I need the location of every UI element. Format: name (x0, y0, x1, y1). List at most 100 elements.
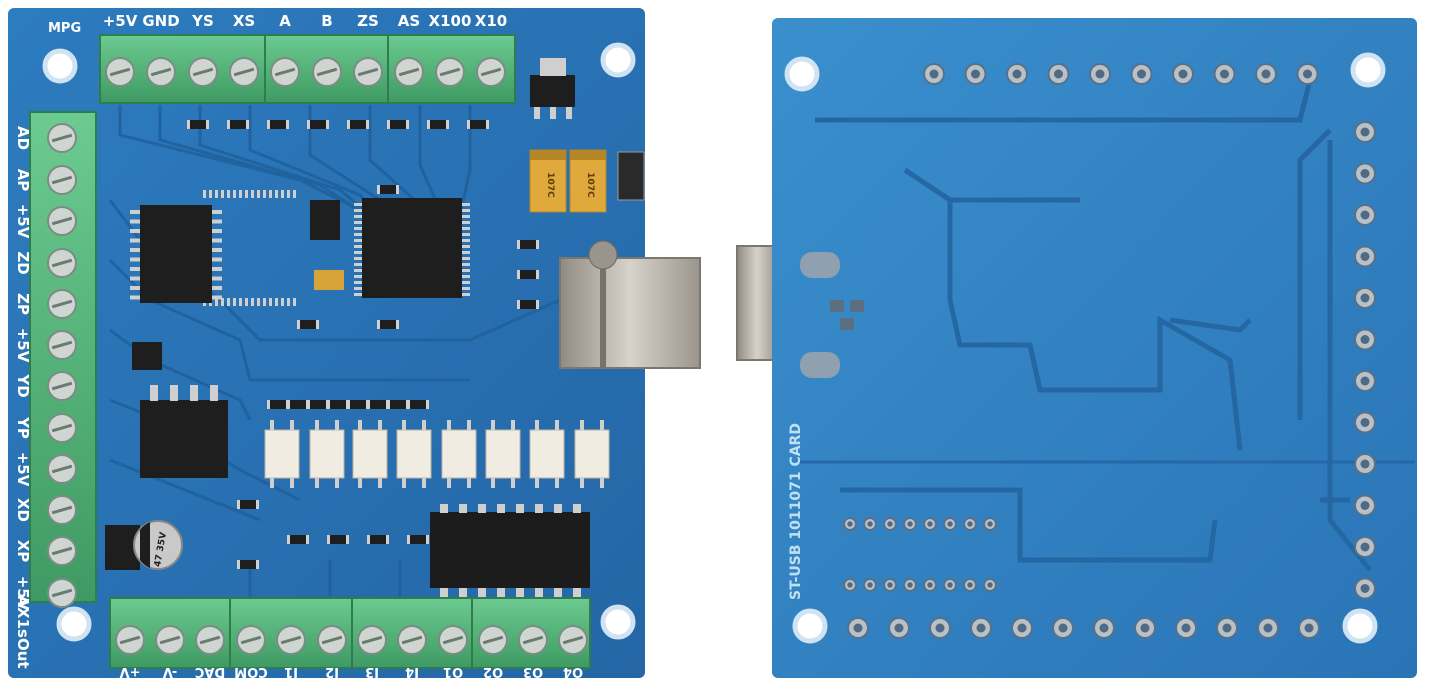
terminal-screw (47, 495, 77, 525)
smd-pad (800, 352, 840, 378)
smd-resistor (307, 400, 329, 409)
bottom-terminal-label: I3 (365, 664, 379, 679)
solder-pad (963, 517, 977, 531)
smd-resistor (407, 400, 429, 409)
solder-pad (1093, 617, 1115, 639)
solder-pad (923, 578, 937, 592)
solder-pad (1134, 617, 1156, 639)
solder-pad (843, 517, 857, 531)
smd-resistor (267, 120, 289, 129)
mounting-hole (600, 604, 636, 640)
terminal-screw (195, 625, 225, 655)
terminal-screw (276, 625, 306, 655)
smd-resistor (517, 270, 539, 279)
terminal-screw (47, 578, 77, 608)
left-terminal-label: +5V (14, 328, 32, 363)
terminal-screw (105, 57, 135, 87)
terminal-screw (478, 625, 508, 655)
solder-pad (1298, 617, 1320, 639)
solder-pad (923, 63, 945, 85)
optocoupler (396, 420, 432, 488)
solder-pad (863, 578, 877, 592)
mounting-hole (56, 606, 92, 642)
left-terminal-block (29, 111, 97, 608)
back-board: ST-USB 1011071 CARD (772, 18, 1417, 678)
smd-resistor (327, 400, 349, 409)
solder-pad (1172, 63, 1194, 85)
bottom-terminal-label: +V (120, 664, 141, 679)
terminal-screw (518, 625, 548, 655)
optocoupler (529, 420, 565, 488)
top-terminal-label: ZS (357, 12, 379, 30)
bottom-terminal-label: I2 (325, 664, 339, 679)
bottom-terminal-label: I4 (405, 664, 419, 679)
transistor (132, 342, 162, 370)
terminal-screw (188, 57, 218, 87)
smd-resistor (467, 120, 489, 129)
top-terminal-label: YS (191, 12, 214, 30)
terminal-screw (312, 57, 342, 87)
left-terminal-label: YD (14, 373, 32, 397)
top-terminal-label: X10 (475, 12, 507, 30)
solder-pad (943, 517, 957, 531)
solder-pad (1354, 245, 1376, 268)
solder-pad (1354, 536, 1376, 558)
solder-pad (1354, 328, 1376, 351)
solder-pad (1216, 617, 1238, 639)
solder-pad (963, 578, 977, 592)
terminal-screw (47, 165, 77, 195)
terminal-screw (435, 57, 465, 87)
top-terminal-block (99, 34, 516, 104)
solder-pad (1175, 617, 1197, 639)
usb-connector-front (559, 240, 701, 369)
smd-resistor (427, 120, 449, 129)
left-terminal-label: ZD (14, 251, 32, 274)
terminal-screw (270, 57, 300, 87)
terminal-screw (558, 625, 588, 655)
smd-resistor (237, 500, 259, 509)
smd-pad (840, 318, 854, 330)
optocoupler (441, 420, 477, 488)
soic8-chip (140, 385, 228, 478)
smd-resistor (187, 120, 209, 129)
solder-pad (888, 617, 910, 639)
top-terminal-label: +5V (103, 12, 138, 30)
solder-pad (1354, 453, 1376, 475)
solder-pad (863, 517, 877, 531)
terminal-screw (353, 57, 383, 87)
mpg-label: MPG (48, 21, 81, 36)
smd-resistor (517, 300, 539, 309)
tantalum-capacitor: 107C (529, 149, 567, 213)
solder-pad (903, 517, 917, 531)
smd-resistor (387, 120, 409, 129)
optocoupler (352, 420, 388, 488)
terminal-screw (47, 371, 77, 401)
voltage-regulator (530, 58, 575, 119)
solder-pad (1089, 63, 1111, 85)
solder-pad (1354, 411, 1376, 434)
terminal-screw (236, 625, 266, 655)
solder-pad (929, 617, 951, 639)
bottom-terminal-block (109, 597, 591, 669)
smd-resistor (287, 535, 309, 544)
back-pcb (772, 18, 1417, 678)
terminal-screw (317, 625, 347, 655)
optocoupler (264, 420, 300, 488)
optocoupler (309, 420, 345, 488)
solder-pad (1006, 63, 1028, 85)
solder-pad (1354, 370, 1376, 392)
smd-pad (830, 300, 844, 312)
terminal-screw (115, 625, 145, 655)
dip16-chip (430, 504, 590, 597)
solder-pad (1354, 121, 1376, 143)
smd-resistor (347, 400, 369, 409)
top-terminal-label: XS (233, 12, 255, 30)
electrolytic-capacitor: 47 35V (105, 520, 183, 570)
top-terminal-label: AS (398, 12, 420, 30)
terminal-screw (229, 57, 259, 87)
terminal-screw (476, 57, 506, 87)
usb-connector-back (736, 245, 778, 361)
solder-pad (1354, 577, 1376, 600)
bottom-terminal-label: COM (234, 664, 268, 679)
